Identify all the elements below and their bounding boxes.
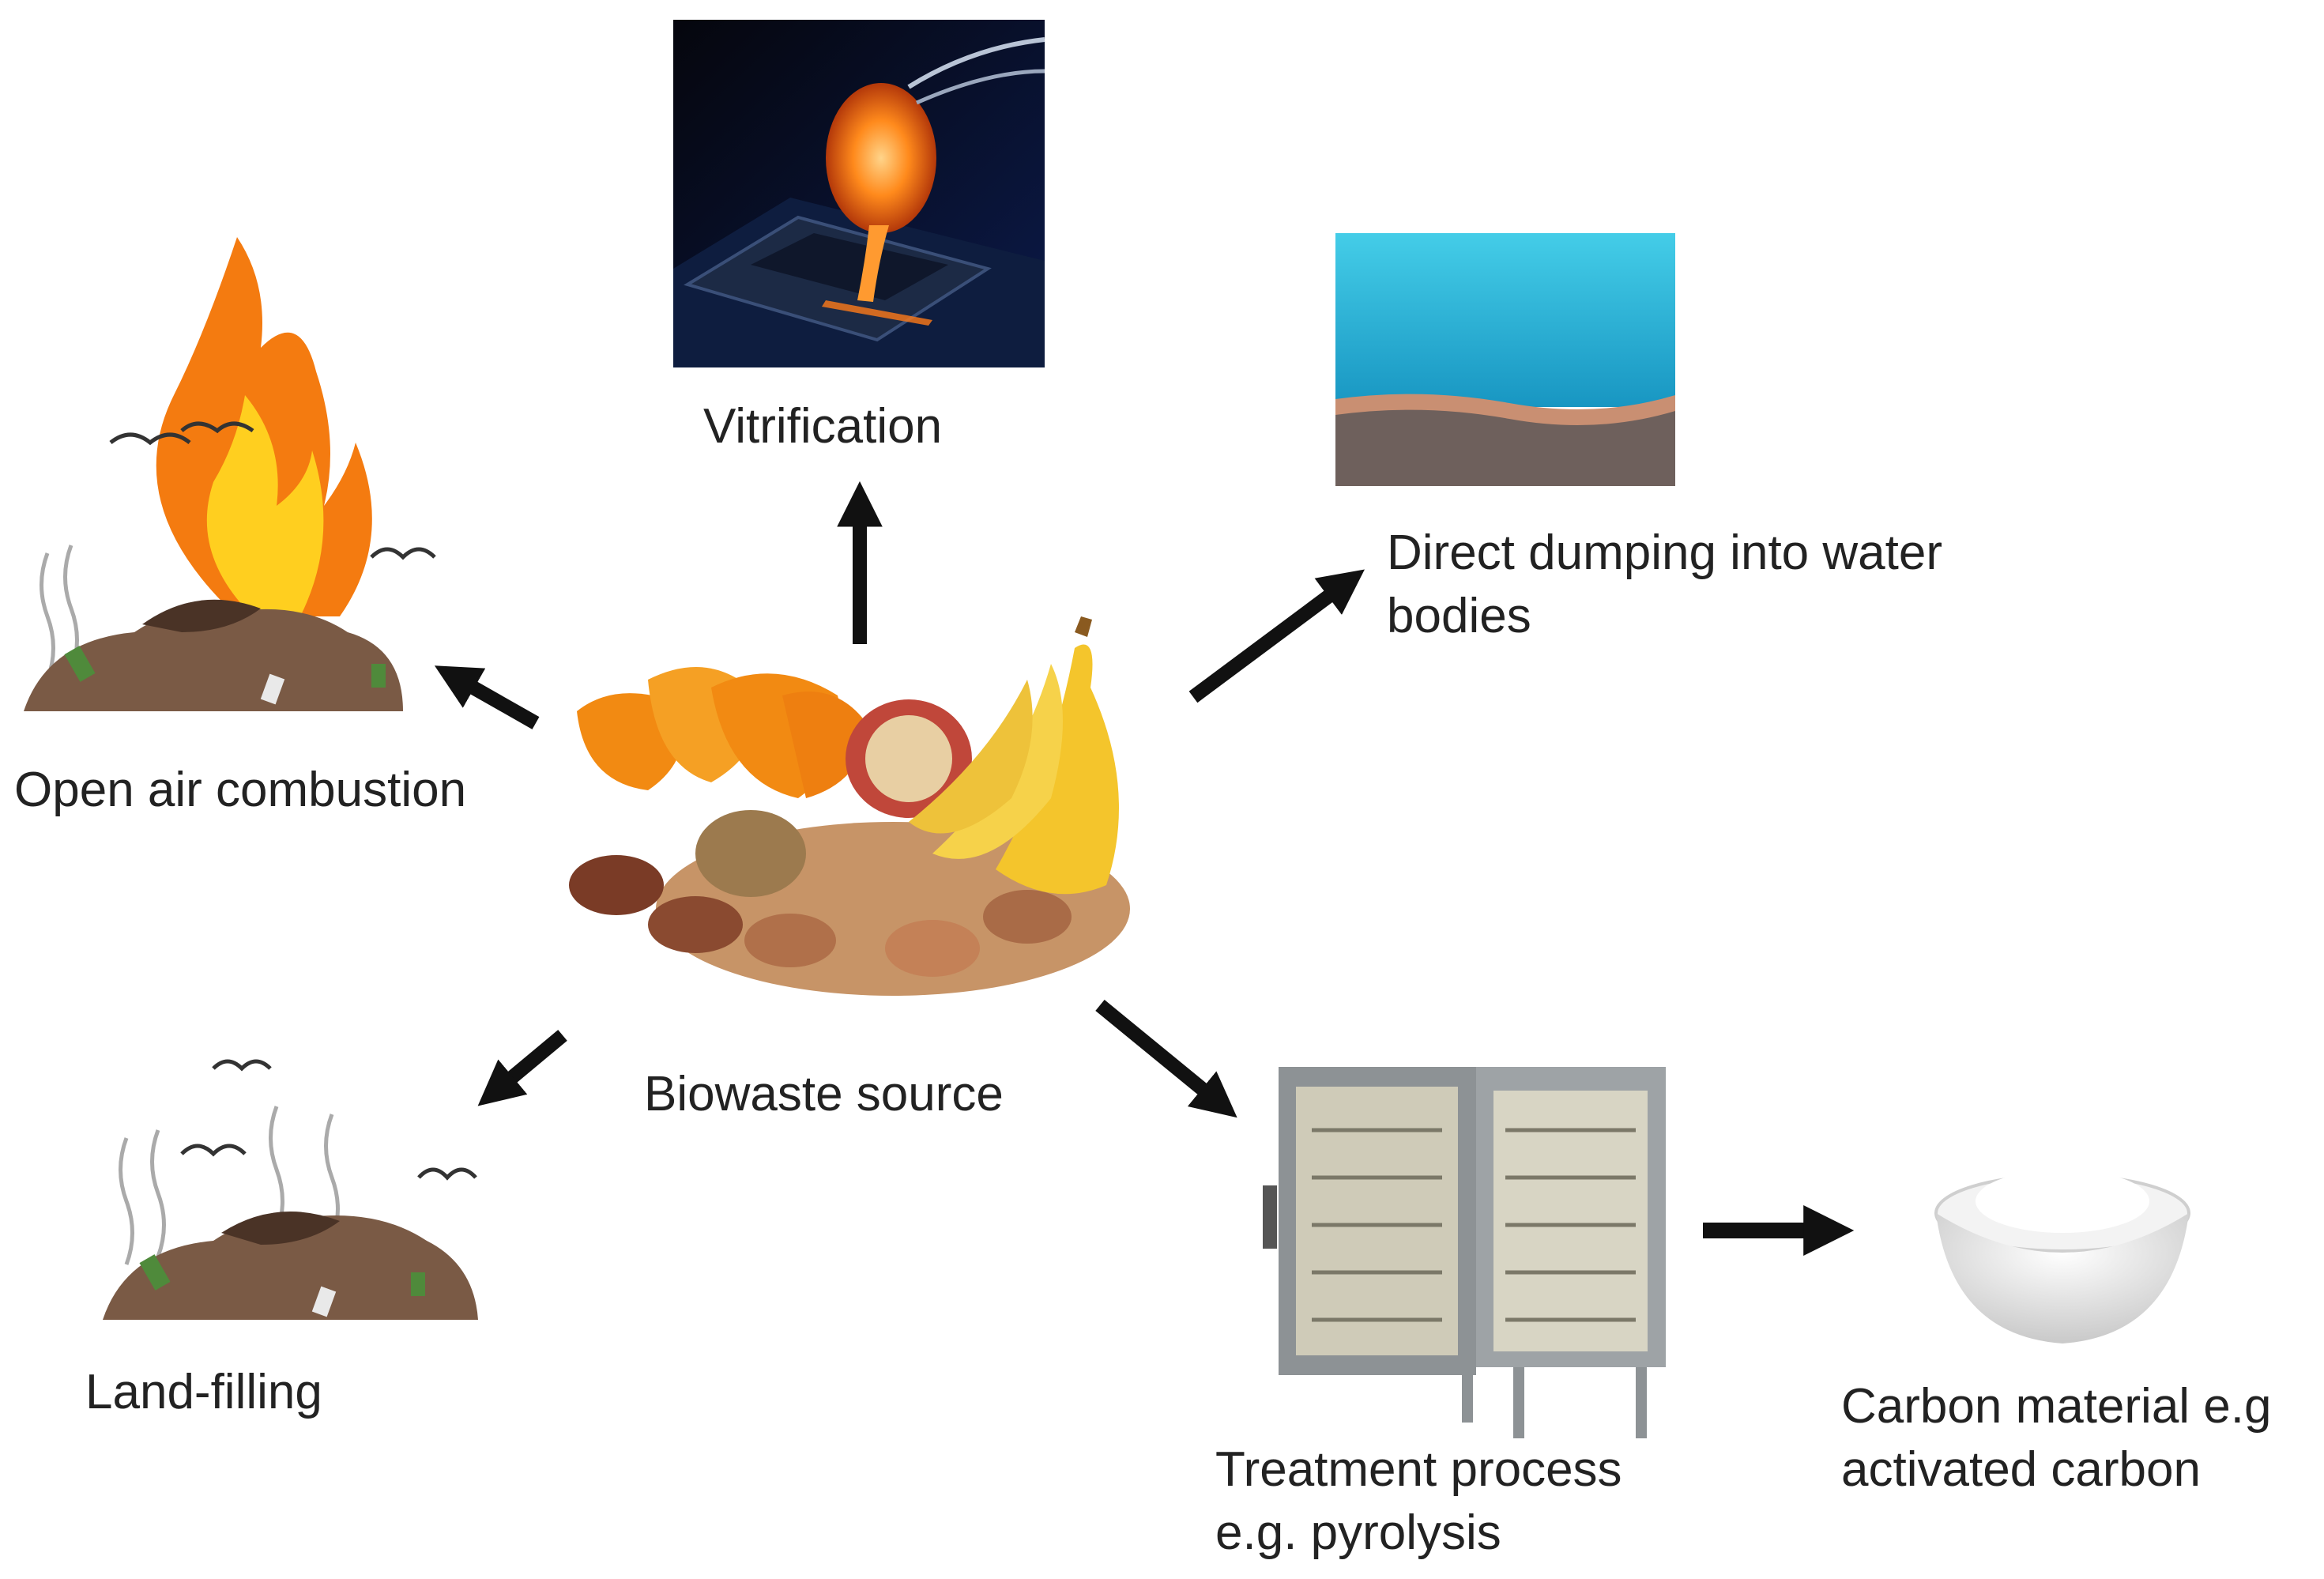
arrow-to-treatment <box>1095 1000 1237 1118</box>
arrows <box>434 480 1855 1257</box>
arrow-to-open-air-combustion <box>434 665 540 729</box>
label-treatment-process: Treatment process e.g. pyrolysis <box>1215 1438 1622 1565</box>
label-treatment-line2: e.g. pyrolysis <box>1215 1506 1501 1560</box>
label-vitrification: Vitrification <box>703 399 943 454</box>
biowaste-icon <box>569 616 1130 996</box>
label-water-dumping: Direct dumping into water bodies <box>1387 522 1942 648</box>
label-carbon-line2: activated carbon <box>1841 1442 2201 1497</box>
label-treatment-line1: Treatment process <box>1215 1442 1622 1497</box>
label-carbon-line1: Carbon material e.g <box>1841 1379 2272 1434</box>
label-carbon-material: Carbon material e.g activated carbon <box>1841 1375 2272 1502</box>
arrow-to-water-dumping <box>1188 569 1365 703</box>
label-water-dumping-line1: Direct dumping into water <box>1387 526 1942 580</box>
label-water-dumping-line2: bodies <box>1387 589 1531 643</box>
label-open-air-combustion: Open air combustion <box>14 763 467 817</box>
landfill-icon <box>103 1059 478 1320</box>
fire-icon <box>24 237 436 711</box>
arrow-to-landfill <box>477 1030 567 1106</box>
label-biowaste-source: Biowaste source <box>644 1067 1004 1121</box>
furnace-icon <box>1263 1067 1666 1438</box>
label-land-filling: Land-filling <box>85 1365 322 1419</box>
bowl-icon <box>1934 1170 2190 1343</box>
water-body-icon <box>1335 233 1675 486</box>
molten-glass-icon <box>673 20 1045 367</box>
